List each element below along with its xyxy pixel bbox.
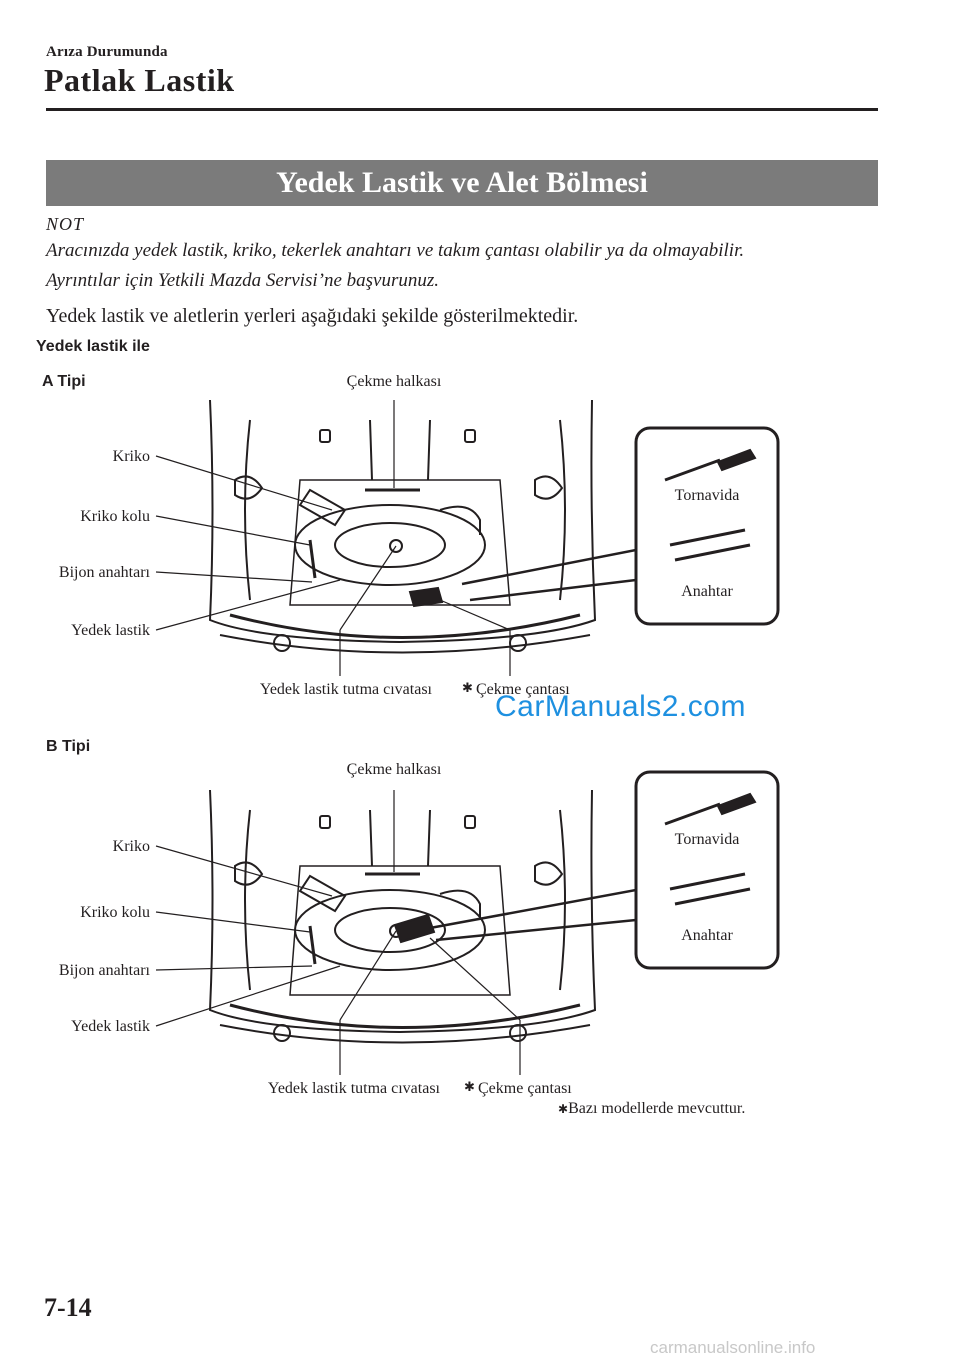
figure-b: Çekme halkası Kriko Kriko kolu Bijon ana… xyxy=(0,750,960,1100)
figure-b-illustration: Çekme halkası Kriko Kriko kolu Bijon ana… xyxy=(59,761,780,1097)
label-spare-bolt: Yedek lastik tutma cıvatası xyxy=(268,1080,441,1097)
footer-url: carmanualsonline.info xyxy=(650,1338,816,1357)
tool-icons-a xyxy=(664,448,757,562)
figure-a-illustration: Çekme halkası Kriko Kriko kolu Bijon ana… xyxy=(59,373,780,698)
label-lug-wrench: Bijon anahtarı xyxy=(59,962,151,979)
callout-connector-b xyxy=(429,770,780,970)
label-wrench: Anahtar xyxy=(681,927,733,944)
footnote-text: Bazı modellerde mevcuttur. xyxy=(568,1100,746,1117)
figure-b-type-label: B Tipi xyxy=(46,738,91,755)
asterisk-icon: ✱ xyxy=(558,1102,569,1116)
label-tow-bag: Çekme çantası xyxy=(478,1080,572,1097)
section-label: Arıza Durumunda xyxy=(46,44,168,60)
page-number: 7-14 xyxy=(44,1293,92,1322)
label-spare-tire: Yedek lastik xyxy=(71,1018,150,1035)
label-jack: Kriko xyxy=(113,838,150,855)
callout-connector-a xyxy=(461,426,780,626)
note-line-1: Aracınızda yedek lastik, kriko, tekerlek… xyxy=(46,240,745,261)
figure-a-type-label: A Tipi xyxy=(42,373,86,390)
label-jack-handle: Kriko kolu xyxy=(80,904,150,921)
tool-icons-b xyxy=(664,792,757,906)
leader-lines-a xyxy=(155,400,511,676)
label-tow-hook: Çekme halkası xyxy=(347,761,442,778)
footnote: ✱Bazı modellerde mevcuttur. xyxy=(558,1100,745,1118)
leader-lines-b xyxy=(155,790,521,1075)
page-title: Patlak Lastik xyxy=(44,62,235,98)
watermark: CarManuals2.com xyxy=(495,690,746,723)
label-screwdriver: Tornavida xyxy=(675,487,740,504)
label-jack: Kriko xyxy=(113,448,150,465)
figure-a: Çekme halkası Kriko Kriko kolu Bijon ana… xyxy=(0,360,960,700)
label-jack-handle: Kriko kolu xyxy=(80,508,150,525)
label-lug-wrench: Bijon anahtarı xyxy=(59,564,151,581)
note-line-2: Ayrıntılar için Yetkili Mazda Servisi’ne… xyxy=(46,270,439,291)
intro-text: Yedek lastik ve aletlerin yerleri aşağıd… xyxy=(46,305,579,327)
label-spare-bolt: Yedek lastik tutma cıvatası xyxy=(260,681,433,698)
note-text: Aracınızda yedek lastik, kriko, tekerlek… xyxy=(46,236,896,296)
asterisk-icon: ✱ xyxy=(462,680,473,695)
note-label: NOT xyxy=(46,214,85,234)
label-spare-tire: Yedek lastik xyxy=(71,622,150,639)
title-rule xyxy=(46,108,878,111)
car-trunk-drawing-a xyxy=(208,399,597,654)
label-tow-hook: Çekme halkası xyxy=(347,373,442,390)
section-banner: Yedek Lastik ve Alet Bölmesi xyxy=(46,160,878,206)
label-tow-bag: Çekme çantası xyxy=(476,681,570,698)
label-screwdriver: Tornavida xyxy=(675,831,740,848)
label-wrench: Anahtar xyxy=(681,583,733,600)
subheading: Yedek lastik ile xyxy=(36,338,150,355)
asterisk-icon: ✱ xyxy=(464,1079,475,1094)
car-trunk-drawing-b xyxy=(208,789,597,1044)
